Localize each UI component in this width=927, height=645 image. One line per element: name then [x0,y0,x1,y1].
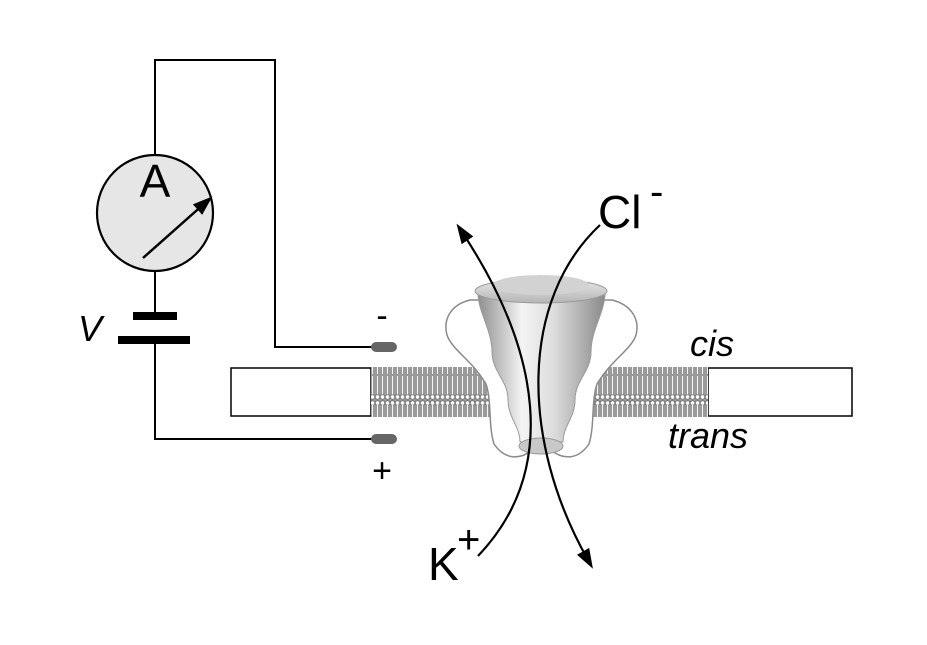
cis-label: cis [690,323,734,364]
pore-constriction [518,437,564,455]
top-wire [154,59,372,348]
negative-electrode [371,342,397,352]
potassium-ion-symbol: K [428,538,459,590]
negative-terminal-label: - [376,297,387,335]
chloride-ion-charge: - [650,170,663,214]
circuit-wires [154,59,372,440]
battery-short-plate [133,312,177,320]
ammeter: A [95,153,215,273]
potassium-ion-label: K + [428,518,480,590]
positive-terminal-label: + [372,452,392,490]
right-lipid-bilayer [590,367,708,417]
chloride-ion-label: Cl - [598,170,663,238]
bottom-wire [154,340,372,440]
ammeter-needle [142,196,213,259]
left-membrane-support [230,367,372,417]
pore-stem [477,292,606,443]
potassium-flow-arrow [456,223,532,557]
pore-cap-top [493,275,589,295]
ammeter-dial [95,153,215,273]
chloride-flow-arrow [537,224,601,569]
right-membrane-support [707,367,853,417]
battery: V [78,308,190,349]
positive-electrode [371,434,397,444]
chloride-ion-symbol: Cl [598,186,641,238]
protein-pore [445,275,638,458]
voltage-label: V [78,308,105,349]
trans-label: trans [668,415,748,456]
potassium-ion-charge: + [457,518,480,562]
left-lipid-bilayer [371,367,493,417]
battery-long-plate [118,336,190,344]
ammeter-label: A [140,155,171,207]
